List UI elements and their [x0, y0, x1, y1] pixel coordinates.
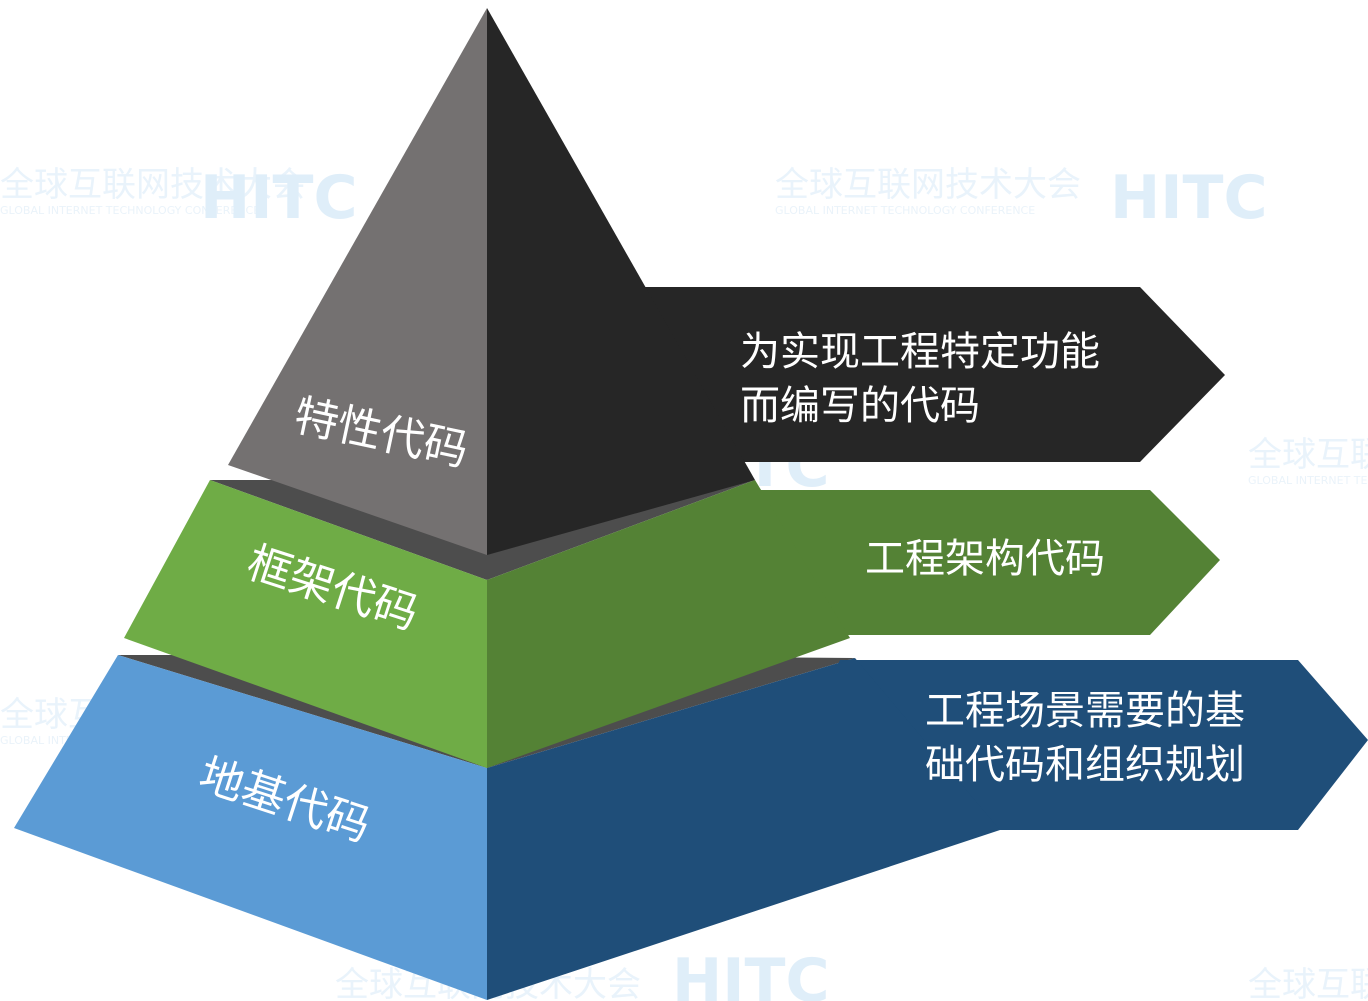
top-layer	[228, 8, 1225, 555]
top-arrow	[640, 287, 1225, 462]
watermark-text: 全球互联网技术大会	[1248, 965, 1368, 1001]
watermark-text: 全球互联网技术大会	[1248, 435, 1368, 475]
middle-layer	[124, 480, 1220, 768]
watermark-subtext: GLOBAL INTERNET TECHNOLOGY CONFERENCE	[1248, 474, 1368, 487]
middle-front-right-face	[487, 480, 850, 768]
description-line: 工程架构代码	[865, 536, 1105, 582]
watermark-logo: HITC	[672, 946, 830, 1001]
watermark-logo: HITC	[200, 163, 358, 233]
top-layer-description: 为实现工程特定功能 而编写的代码	[740, 325, 1100, 433]
watermark-2: 全球互联网技术大会 GLOBAL INTERNET TECHNOLOGY CON…	[775, 163, 1268, 233]
watermark-1: 全球互联网技术大会 GLOBAL INTERNET TECHNOLOGY CON…	[0, 163, 358, 233]
description-line: 工程场景需要的基	[925, 688, 1245, 734]
description-line: 为实现工程特定功能	[740, 329, 1100, 375]
watermark-logo: HITC	[1110, 163, 1268, 233]
watermark-4: 全球互联网技术大会 GLOBAL INTERNET TECHNOLOGY CON…	[1248, 435, 1368, 487]
top-front-left-face	[228, 8, 487, 555]
description-line: 而编写的代码	[740, 383, 980, 429]
top-front-right-face	[487, 8, 755, 555]
description-line: 础代码和组织规划	[925, 742, 1245, 788]
bottom-front-left-face	[14, 655, 487, 1000]
bottom-layer-description: 工程场景需要的基 础代码和组织规划	[925, 684, 1245, 792]
watermark-8: 全球互联网技术大会	[1248, 965, 1368, 1001]
middle-layer-description: 工程架构代码	[865, 532, 1105, 586]
bottom-front-right-face	[487, 658, 1000, 1000]
watermark-text: 全球互联网技术大会	[775, 165, 1081, 205]
watermark-subtext: GLOBAL INTERNET TECHNOLOGY CONFERENCE	[775, 204, 1035, 217]
watermark-subtext: GLOBAL INTERNET TECHNOLOGY CONFERENCE	[0, 204, 260, 217]
middle-arrow	[755, 490, 1220, 635]
watermark-text: 全球互联网技术大会	[0, 165, 306, 205]
middle-front-left-face	[124, 480, 487, 768]
